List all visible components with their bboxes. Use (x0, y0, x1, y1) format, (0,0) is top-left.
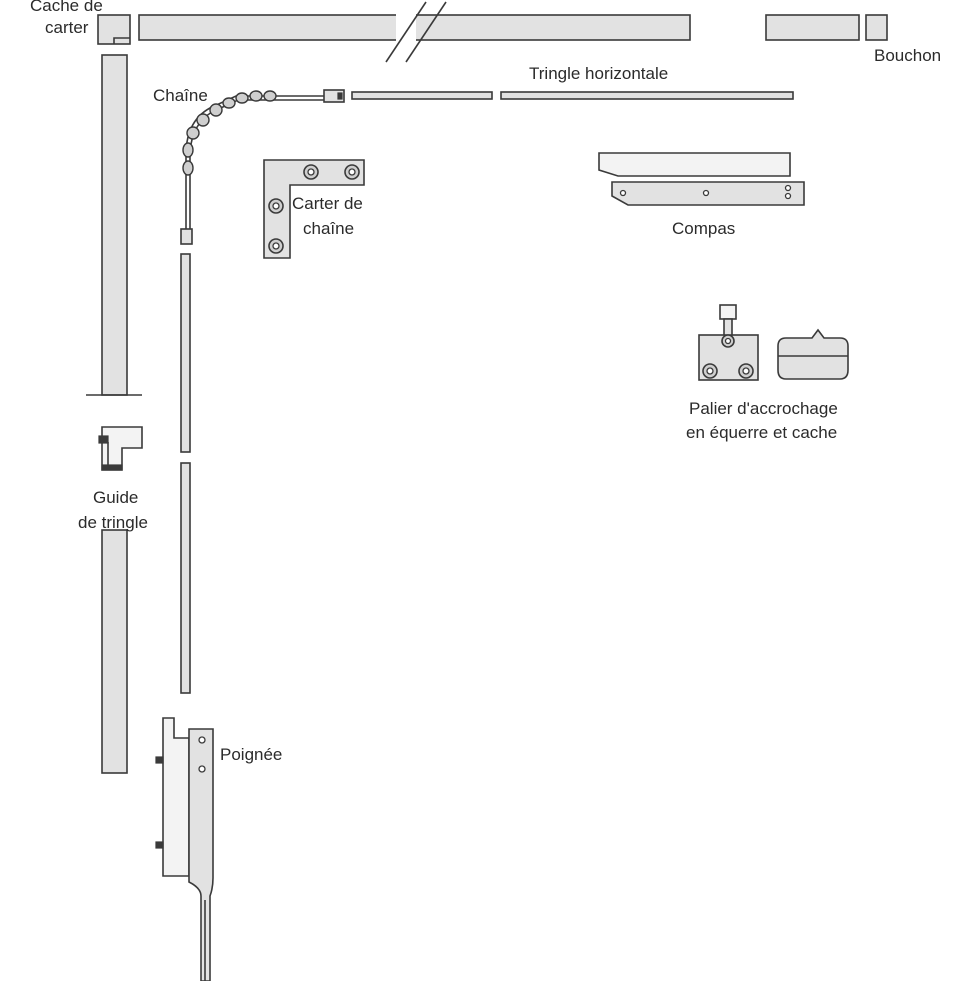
poignee (155, 717, 214, 981)
label-carter-de-chaine-2: chaîne (303, 219, 354, 238)
compas (598, 152, 805, 206)
label-chaine: Chaîne (153, 86, 208, 105)
top-rail (138, 1, 860, 63)
label-palier-2: en équerre et cache (686, 423, 837, 442)
label-guide-2: de tringle (78, 513, 148, 532)
carter-de-chaine (263, 159, 365, 259)
label-bouchon: Bouchon (874, 46, 941, 65)
label-carter-de-chaine-1: Carter de (292, 194, 363, 213)
vertical-rod (180, 253, 191, 694)
label-poignee: Poignée (220, 745, 282, 764)
cache-de-carter (97, 14, 131, 45)
tringle-horizontale (351, 91, 794, 100)
palier-accrochage (698, 304, 759, 381)
bouchon (865, 14, 888, 41)
vertical-rail (86, 54, 142, 774)
label-palier-1: Palier d'accrochage (689, 399, 838, 418)
label-tringle-horizontale: Tringle horizontale (529, 64, 668, 83)
label-cache-de-carter-2: carter (45, 18, 89, 37)
chaine (180, 89, 345, 245)
guide-de-tringle (98, 426, 143, 471)
label-compas: Compas (672, 219, 735, 238)
label-cache-de-carter-1: Cache de (30, 0, 103, 15)
palier-cache (777, 328, 849, 380)
label-guide-1: Guide (93, 488, 138, 507)
